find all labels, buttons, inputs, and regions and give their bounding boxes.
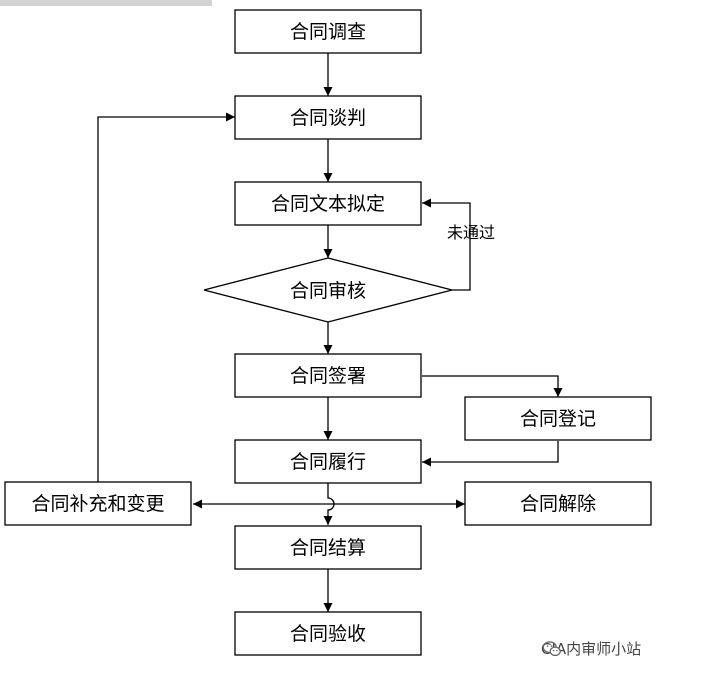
connectors (97, 53, 563, 612)
node-survey-label: 合同调查 (290, 21, 366, 43)
node-registration-label: 合同登记 (520, 408, 596, 430)
node-settlement-label: 合同结算 (290, 537, 366, 559)
watermark-text: CIA内审师小站 (541, 640, 642, 658)
node-review: 合同审核 (203, 257, 453, 323)
node-settlement: 合同结算 (234, 525, 422, 570)
node-registration: 合同登记 (464, 396, 652, 441)
node-negotiation-label: 合同谈判 (290, 107, 366, 129)
edge-amendment-to-negotiation (97, 112, 235, 482)
edge-label-not-passed: 未通过 (447, 223, 495, 242)
node-termination-label: 合同解除 (520, 493, 596, 515)
node-review-label: 合同审核 (290, 280, 366, 302)
node-survey: 合同调查 (234, 9, 422, 54)
node-performance-label: 合同履行 (290, 451, 366, 473)
node-negotiation: 合同谈判 (234, 95, 422, 140)
node-termination: 合同解除 (464, 481, 652, 526)
node-acceptance: 合同验收 (234, 611, 422, 656)
node-amendment: 合同补充和变更 (4, 481, 192, 526)
node-acceptance-label: 合同验收 (290, 623, 366, 645)
node-amendment-label: 合同补充和变更 (31, 493, 164, 515)
wechat-icon (542, 641, 561, 657)
edge-signing-to-registration (422, 375, 563, 397)
top-gray-bar (0, 0, 212, 6)
node-drafting-label: 合同文本拟定 (271, 193, 385, 215)
node-performance: 合同履行 (234, 439, 422, 484)
node-signing: 合同签署 (234, 353, 422, 398)
node-signing-label: 合同签署 (290, 365, 366, 387)
edge-registration-to-performance (422, 441, 559, 467)
edge-review-rejected-loop (422, 198, 471, 291)
watermark: CIA内审师小站 (541, 638, 641, 659)
node-drafting: 合同文本拟定 (234, 181, 422, 226)
